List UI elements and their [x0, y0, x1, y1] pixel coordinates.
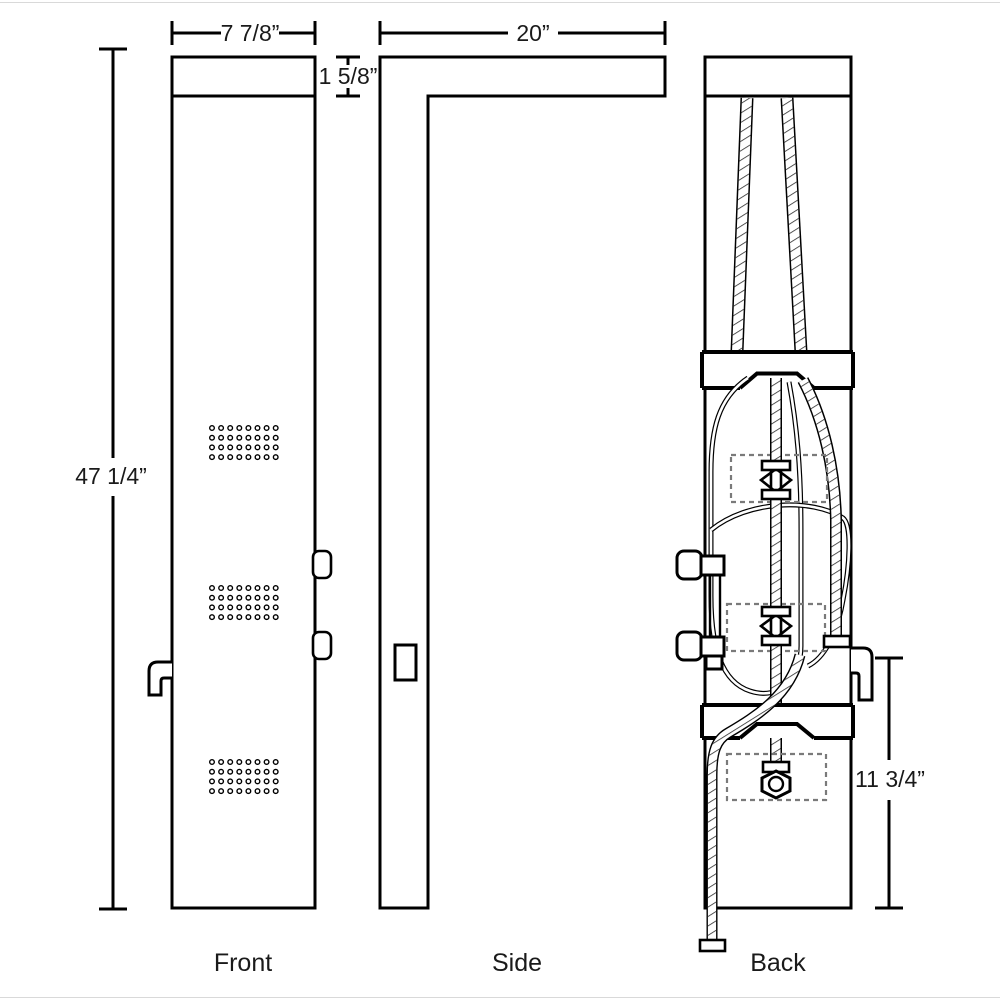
lower-mounting-bracket [700, 703, 855, 740]
inline-valve-upper [758, 459, 794, 501]
hose-end-fitting [698, 938, 727, 953]
dim-front-width-text: 7 7/8” [221, 20, 280, 46]
front-view [147, 55, 333, 910]
dimension-back-outlet: 11 3/4” [855, 656, 925, 910]
side-profile-outline [378, 55, 667, 910]
dimension-side-depth: 20” [378, 20, 667, 46]
spray-jet-grids [208, 425, 279, 795]
label-back: Back [750, 949, 806, 977]
dimension-front-width: 7 7/8” [170, 20, 317, 46]
back-knob-assembly [675, 549, 726, 671]
upper-supply-hoses [730, 97, 808, 353]
back-view [675, 55, 874, 953]
dimension-panel-height: 47 1/4” [75, 47, 147, 911]
bottom-border-line [0, 997, 1000, 998]
dimension-cap-height: 1 5/8” [319, 55, 378, 98]
bottom-exit-hose [698, 653, 806, 953]
spout-flange [822, 634, 852, 649]
dim-cap-height-text: 1 5/8” [319, 63, 378, 89]
tub-spout-front [147, 660, 172, 697]
right-supply-hose [797, 377, 842, 636]
tub-spout-back [851, 646, 874, 702]
top-border-line [0, 2, 1000, 3]
handle-knob-upper [311, 549, 333, 580]
label-side: Side [492, 949, 542, 977]
dashed-box-hose-outlet [725, 752, 828, 802]
dim-panel-height-text: 47 1/4” [75, 463, 147, 489]
side-diverter-detail [393, 643, 418, 682]
inline-valve-lower [758, 605, 794, 647]
hose-outlet-fitting [760, 760, 792, 800]
label-front: Front [214, 949, 272, 977]
front-panel-outline [170, 55, 317, 910]
dim-side-depth-text: 20” [516, 20, 549, 46]
side-view [378, 55, 667, 910]
dim-back-outlet-text: 11 3/4” [855, 766, 925, 792]
handle-knob-lower [311, 630, 333, 661]
